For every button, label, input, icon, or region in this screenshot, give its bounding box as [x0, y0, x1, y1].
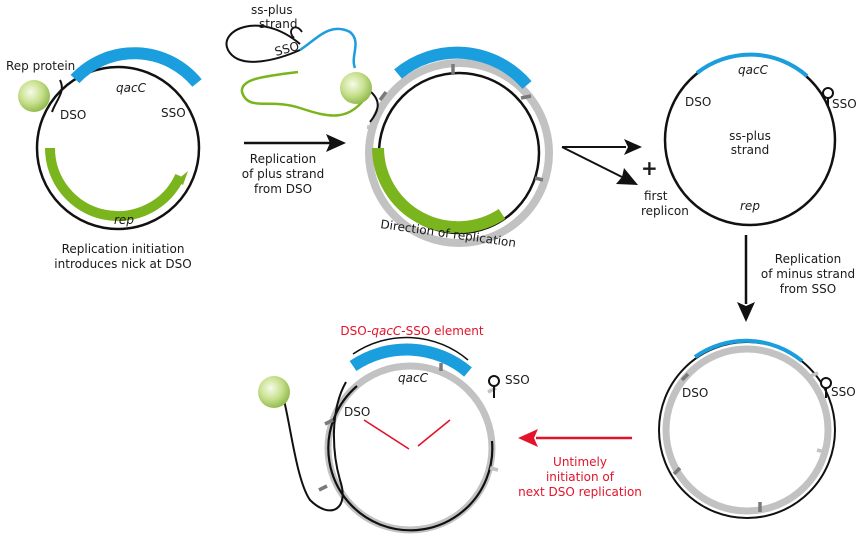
arrow-replication-plus: [244, 134, 346, 152]
arrow-down-line-1: Replication: [775, 252, 841, 266]
qacc-label: qacC: [398, 371, 429, 385]
rep-label: rep: [114, 213, 134, 227]
rep-label: rep: [740, 199, 760, 213]
qacc-gene-segment: [70, 47, 202, 87]
red-arrow-line-1: Untimely: [553, 455, 607, 469]
qacc-gene-segment: [695, 52, 809, 78]
ss-plus-black-loop: [225, 24, 301, 63]
plasmid-circle: [35, 65, 201, 231]
sso-label: SSO: [832, 97, 856, 111]
arrow1-line-2: of plus strand: [242, 167, 324, 181]
plus-strand-circle: [658, 341, 836, 519]
new-strand-gray-circle: [365, 59, 553, 247]
first-replicon-line-1: first: [644, 189, 668, 203]
ss-plus-green-segment: [240, 70, 370, 117]
rep-protein-label: Rep protein: [6, 59, 75, 73]
panel-5-plasmid: [258, 336, 500, 534]
panel-2-plasmid: [225, 24, 553, 247]
panel-1-plasmid: [18, 47, 202, 231]
split-arrows: [561, 139, 642, 185]
rep-gene-arrowhead: [176, 171, 188, 185]
red-v-marks: [363, 419, 451, 450]
qacc-gene-segment: [349, 343, 472, 377]
sso-label: SSO: [505, 373, 530, 387]
center-label-line-1: ss-plus: [729, 129, 771, 143]
displaced-strand-tail: [281, 381, 347, 512]
sso-label: SSO: [161, 106, 186, 120]
plus-sign: +: [641, 156, 658, 180]
red-arrow-line-3: next DSO replication: [518, 485, 642, 499]
arrow-untimely-initiation: [518, 429, 632, 447]
ss-plus-label-line-1: ss-plus: [251, 3, 293, 17]
sso-label: SSO: [273, 39, 300, 59]
dso-label: DSO: [685, 95, 711, 109]
panel-4-plasmid: [658, 338, 836, 519]
ss-plus-label-line-2: strand: [259, 17, 297, 31]
sso-hairpin: [488, 375, 500, 387]
arrow-replication-minus: [737, 235, 755, 322]
qacc-label: qacC: [738, 63, 769, 77]
caption-line-2: introduces nick at DSO: [54, 257, 191, 271]
qacc-label: qacC: [116, 81, 147, 95]
sso-hairpin: [822, 87, 834, 99]
gray-marks: [378, 64, 544, 182]
sso-hairpin: [290, 26, 303, 39]
rep-protein-sphere: [340, 72, 372, 104]
rep-protein-sphere: [18, 80, 50, 112]
arrow-down-line-3: from SSO: [780, 282, 836, 296]
nicked-strand-end: [51, 79, 63, 113]
displaced-strand-arc: [352, 336, 469, 361]
ss-plus-blue-segment: [299, 27, 357, 69]
arrow-down-line-2: of minus strand: [761, 267, 855, 281]
dso-label: DSO: [344, 405, 370, 419]
new-plus-strand-arc: [327, 385, 494, 532]
rep-gene-segment: [45, 147, 185, 222]
arrow1-line-1: Replication: [250, 152, 316, 166]
center-label-line-2: strand: [731, 143, 769, 157]
qacc-gene-segment: [693, 338, 804, 363]
arrow1-line-3: from DSO: [254, 182, 312, 196]
panel-3-plasmid: [663, 52, 837, 227]
rep-gene-segment: [372, 147, 506, 234]
dso-label: DSO: [682, 386, 708, 400]
caption-line-1: Replication initiation: [62, 242, 185, 256]
rep-protein-sphere: [258, 376, 290, 408]
strand-to-plasmid: [369, 91, 379, 123]
red-arrow-line-2: initiation of: [546, 470, 615, 484]
sso-label: SSO: [831, 385, 856, 399]
qacc-gene-segment: [394, 46, 532, 89]
first-replicon-line-2: replicon: [641, 204, 689, 218]
dso-label: DSO: [60, 108, 86, 122]
minus-strand-gray-circle: [662, 345, 832, 515]
element-title: DSO-qacC-SSO element: [340, 324, 484, 338]
sso-hairpin: [820, 377, 832, 389]
